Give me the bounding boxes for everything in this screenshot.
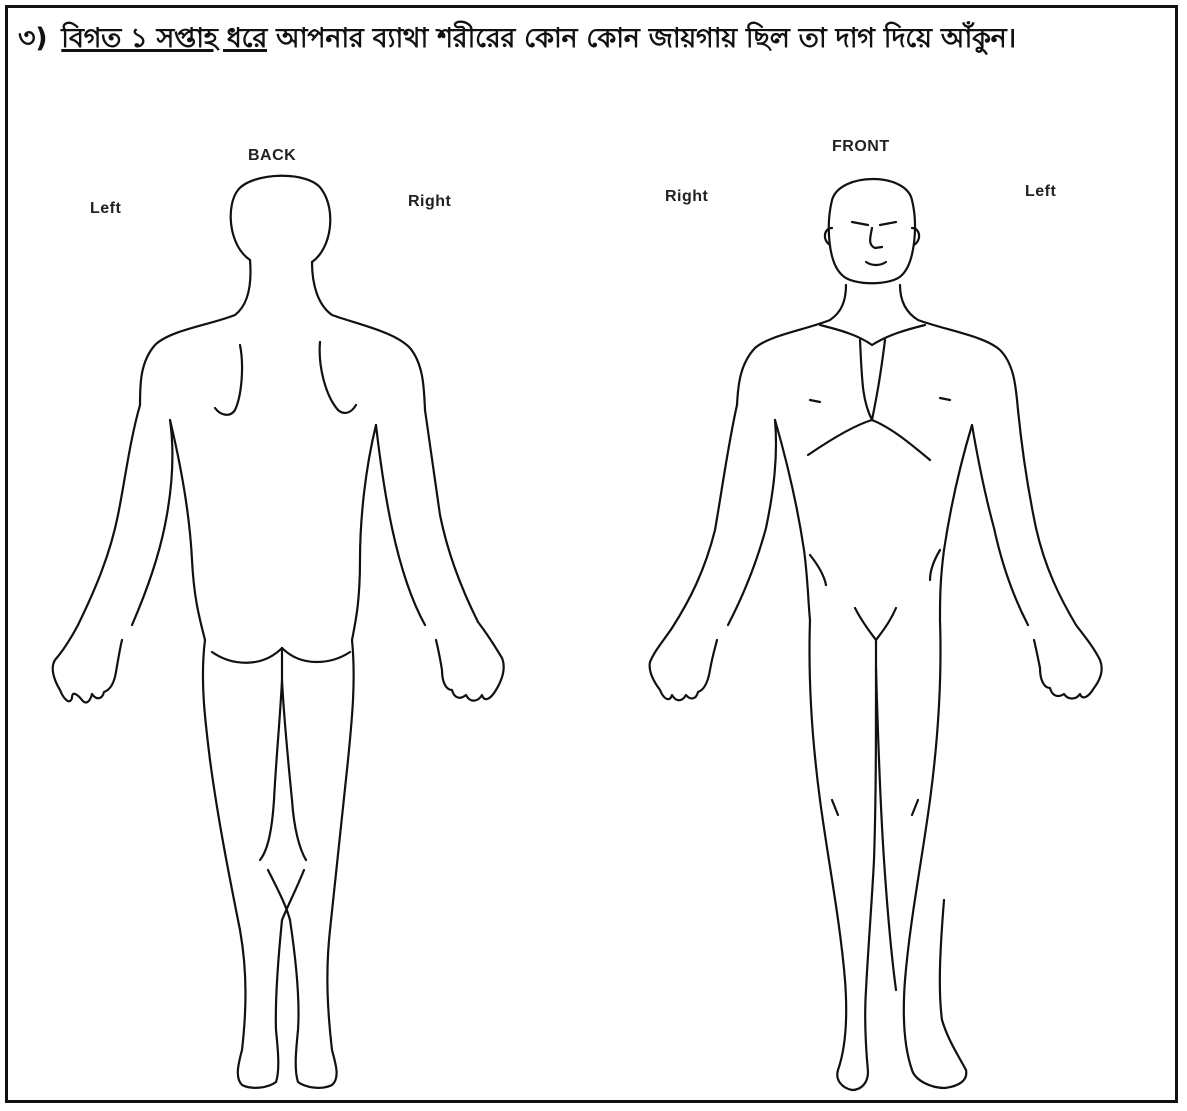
front-right-leg [809,620,876,1090]
front-nose [870,228,882,248]
front-right-arm [650,405,776,700]
front-left-leg [876,620,966,1088]
front-chest [820,325,925,345]
front-groin [855,608,896,640]
front-left-arm [972,410,1102,699]
front-mouth [866,262,886,265]
front-eyes [852,222,896,225]
